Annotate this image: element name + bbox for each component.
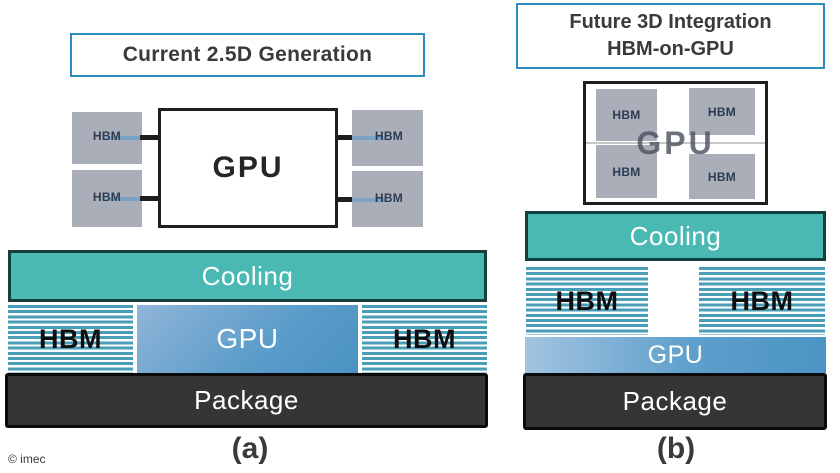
- die-seam-line: [586, 142, 765, 144]
- hbm-die-label: HBM: [374, 191, 404, 205]
- hbm-die-label: HBM: [707, 169, 737, 184]
- gpu-die-top-view-a: GPU: [158, 108, 338, 228]
- panel-b-title-line1: Future 3D Integration: [569, 11, 772, 33]
- figure-label-b: (b): [656, 432, 696, 465]
- copyright-notice: © imec: [8, 452, 46, 466]
- panel-b-title-text: Future 3D Integration HBM-on-GPU: [569, 9, 771, 63]
- hbm-stack-label: HBM: [555, 285, 619, 316]
- package-layer-b: Package: [523, 373, 827, 430]
- hbm-stack-right-a: HBM: [362, 305, 487, 373]
- hbm-die-bottom-right: HBM: [689, 154, 755, 199]
- hbm-stack-left-b: HBM: [526, 267, 648, 335]
- cooling-label: Cooling: [629, 220, 722, 251]
- hbm-stack-label: HBM: [393, 323, 456, 354]
- gpu-die-label-overlay: GPU: [636, 124, 715, 161]
- hbm-stack-label: HBM: [39, 323, 102, 354]
- hbm-pin-top-left: [108, 136, 142, 140]
- hbm-die-top-left: HBM: [596, 89, 657, 141]
- hbm-stack-left-a: HBM: [8, 305, 133, 373]
- gpu-layer-label: GPU: [647, 340, 704, 369]
- cooling-layer-a: Cooling: [8, 250, 487, 302]
- panel-a-title: Current 2.5D Generation: [70, 33, 425, 77]
- hbm-die-label: HBM: [374, 129, 404, 143]
- cooling-label: Cooling: [201, 260, 294, 291]
- gpu-link-top-right: [337, 135, 352, 140]
- gpu-link-top-left: [140, 135, 158, 140]
- package-label: Package: [622, 386, 728, 416]
- hbm-die-label: HBM: [92, 129, 122, 143]
- hbm-die-top-right: HBM: [689, 88, 755, 135]
- gpu-die-label: GPU: [212, 151, 284, 184]
- hbm-die-label: HBM: [92, 190, 122, 204]
- hbm-stack-label: HBM: [730, 285, 794, 316]
- gpu-layer-label: GPU: [216, 323, 279, 354]
- hbm-die-label: HBM: [707, 104, 737, 119]
- hbm-stack-right-b: HBM: [699, 267, 825, 335]
- hbm-pin-bottom-left: [108, 197, 142, 201]
- gpu-layer-a: GPU: [137, 305, 358, 373]
- hbm-pin-bottom-right: [352, 198, 386, 202]
- gpu-link-bottom-right: [337, 197, 352, 202]
- gpu-layer-b: GPU: [525, 337, 826, 373]
- hbm-die-label: HBM: [612, 164, 641, 179]
- panel-b-title: Future 3D Integration HBM-on-GPU: [516, 3, 825, 69]
- gpu-die-top-view-b: HBM HBM HBM HBM GPU: [583, 81, 768, 205]
- package-layer-a: Package: [5, 373, 488, 428]
- panel-b-title-line2: HBM-on-GPU: [607, 38, 734, 60]
- panel-a-title-text: Current 2.5D Generation: [122, 43, 373, 66]
- cooling-layer-b: Cooling: [525, 211, 826, 261]
- hbm-die-label: HBM: [612, 108, 641, 122]
- gpu-link-bottom-left: [140, 196, 158, 201]
- package-label: Package: [194, 385, 299, 415]
- figure-label-a: (a): [231, 432, 269, 465]
- hbm-die-bottom-left: HBM: [596, 145, 657, 198]
- hbm-pin-top-right: [352, 136, 386, 140]
